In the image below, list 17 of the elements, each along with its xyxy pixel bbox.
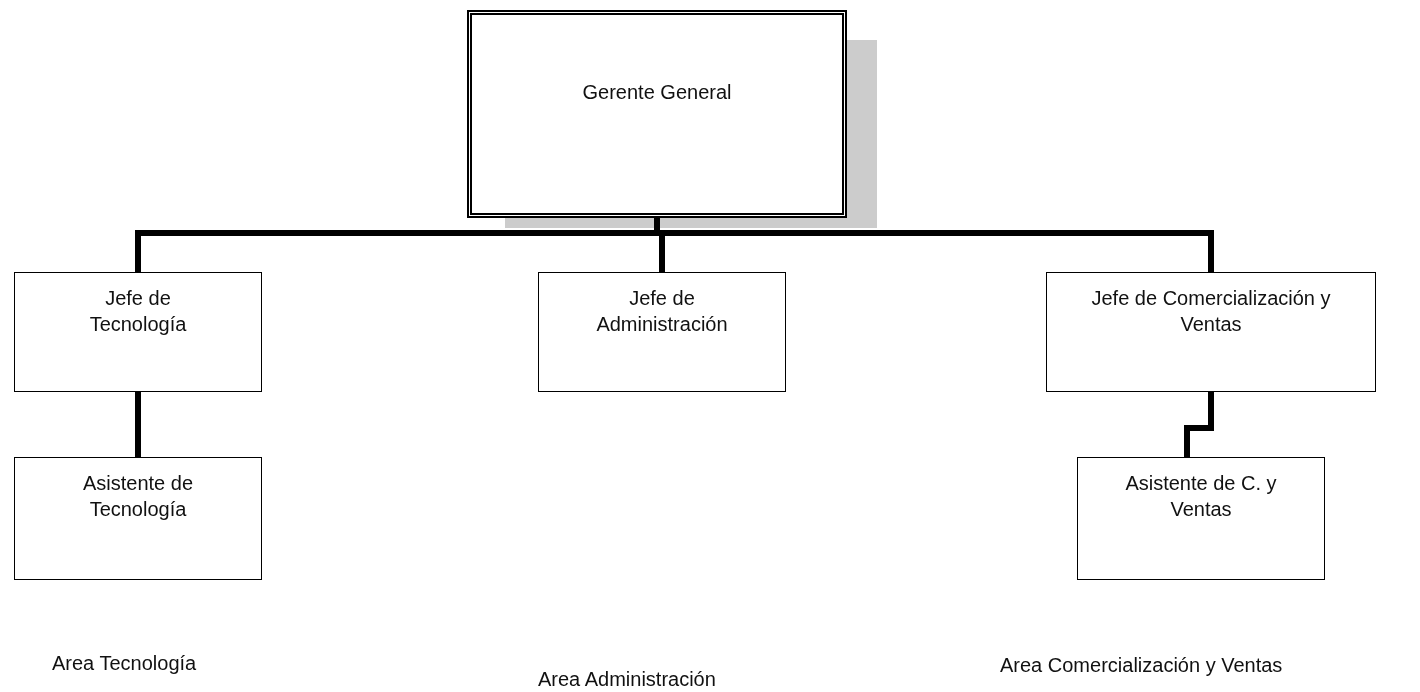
- box-label: Jefe de Comercialización y Ventas: [1090, 286, 1332, 337]
- org-box: [1046, 272, 1376, 392]
- box-label: Asistente de Tecnología: [81, 471, 195, 522]
- area-label: Area Tecnología: [52, 652, 197, 675]
- org-box: [1077, 457, 1325, 580]
- box-label: Asistente de C. y Ventas: [1124, 471, 1278, 522]
- org-box: [14, 272, 262, 392]
- area-label: Area Administración: [538, 668, 716, 691]
- connector-line: [135, 392, 141, 457]
- connector-line: [1184, 392, 1214, 457]
- box-label: Jefe de Tecnología: [88, 286, 188, 337]
- area-label: Area Comercialización y Ventas: [1000, 654, 1283, 677]
- org-box: [538, 272, 786, 392]
- org-box: [467, 10, 847, 218]
- org-box: [14, 457, 262, 580]
- box-label: Jefe de Administración: [595, 286, 729, 337]
- box-label: Gerente General: [581, 80, 733, 105]
